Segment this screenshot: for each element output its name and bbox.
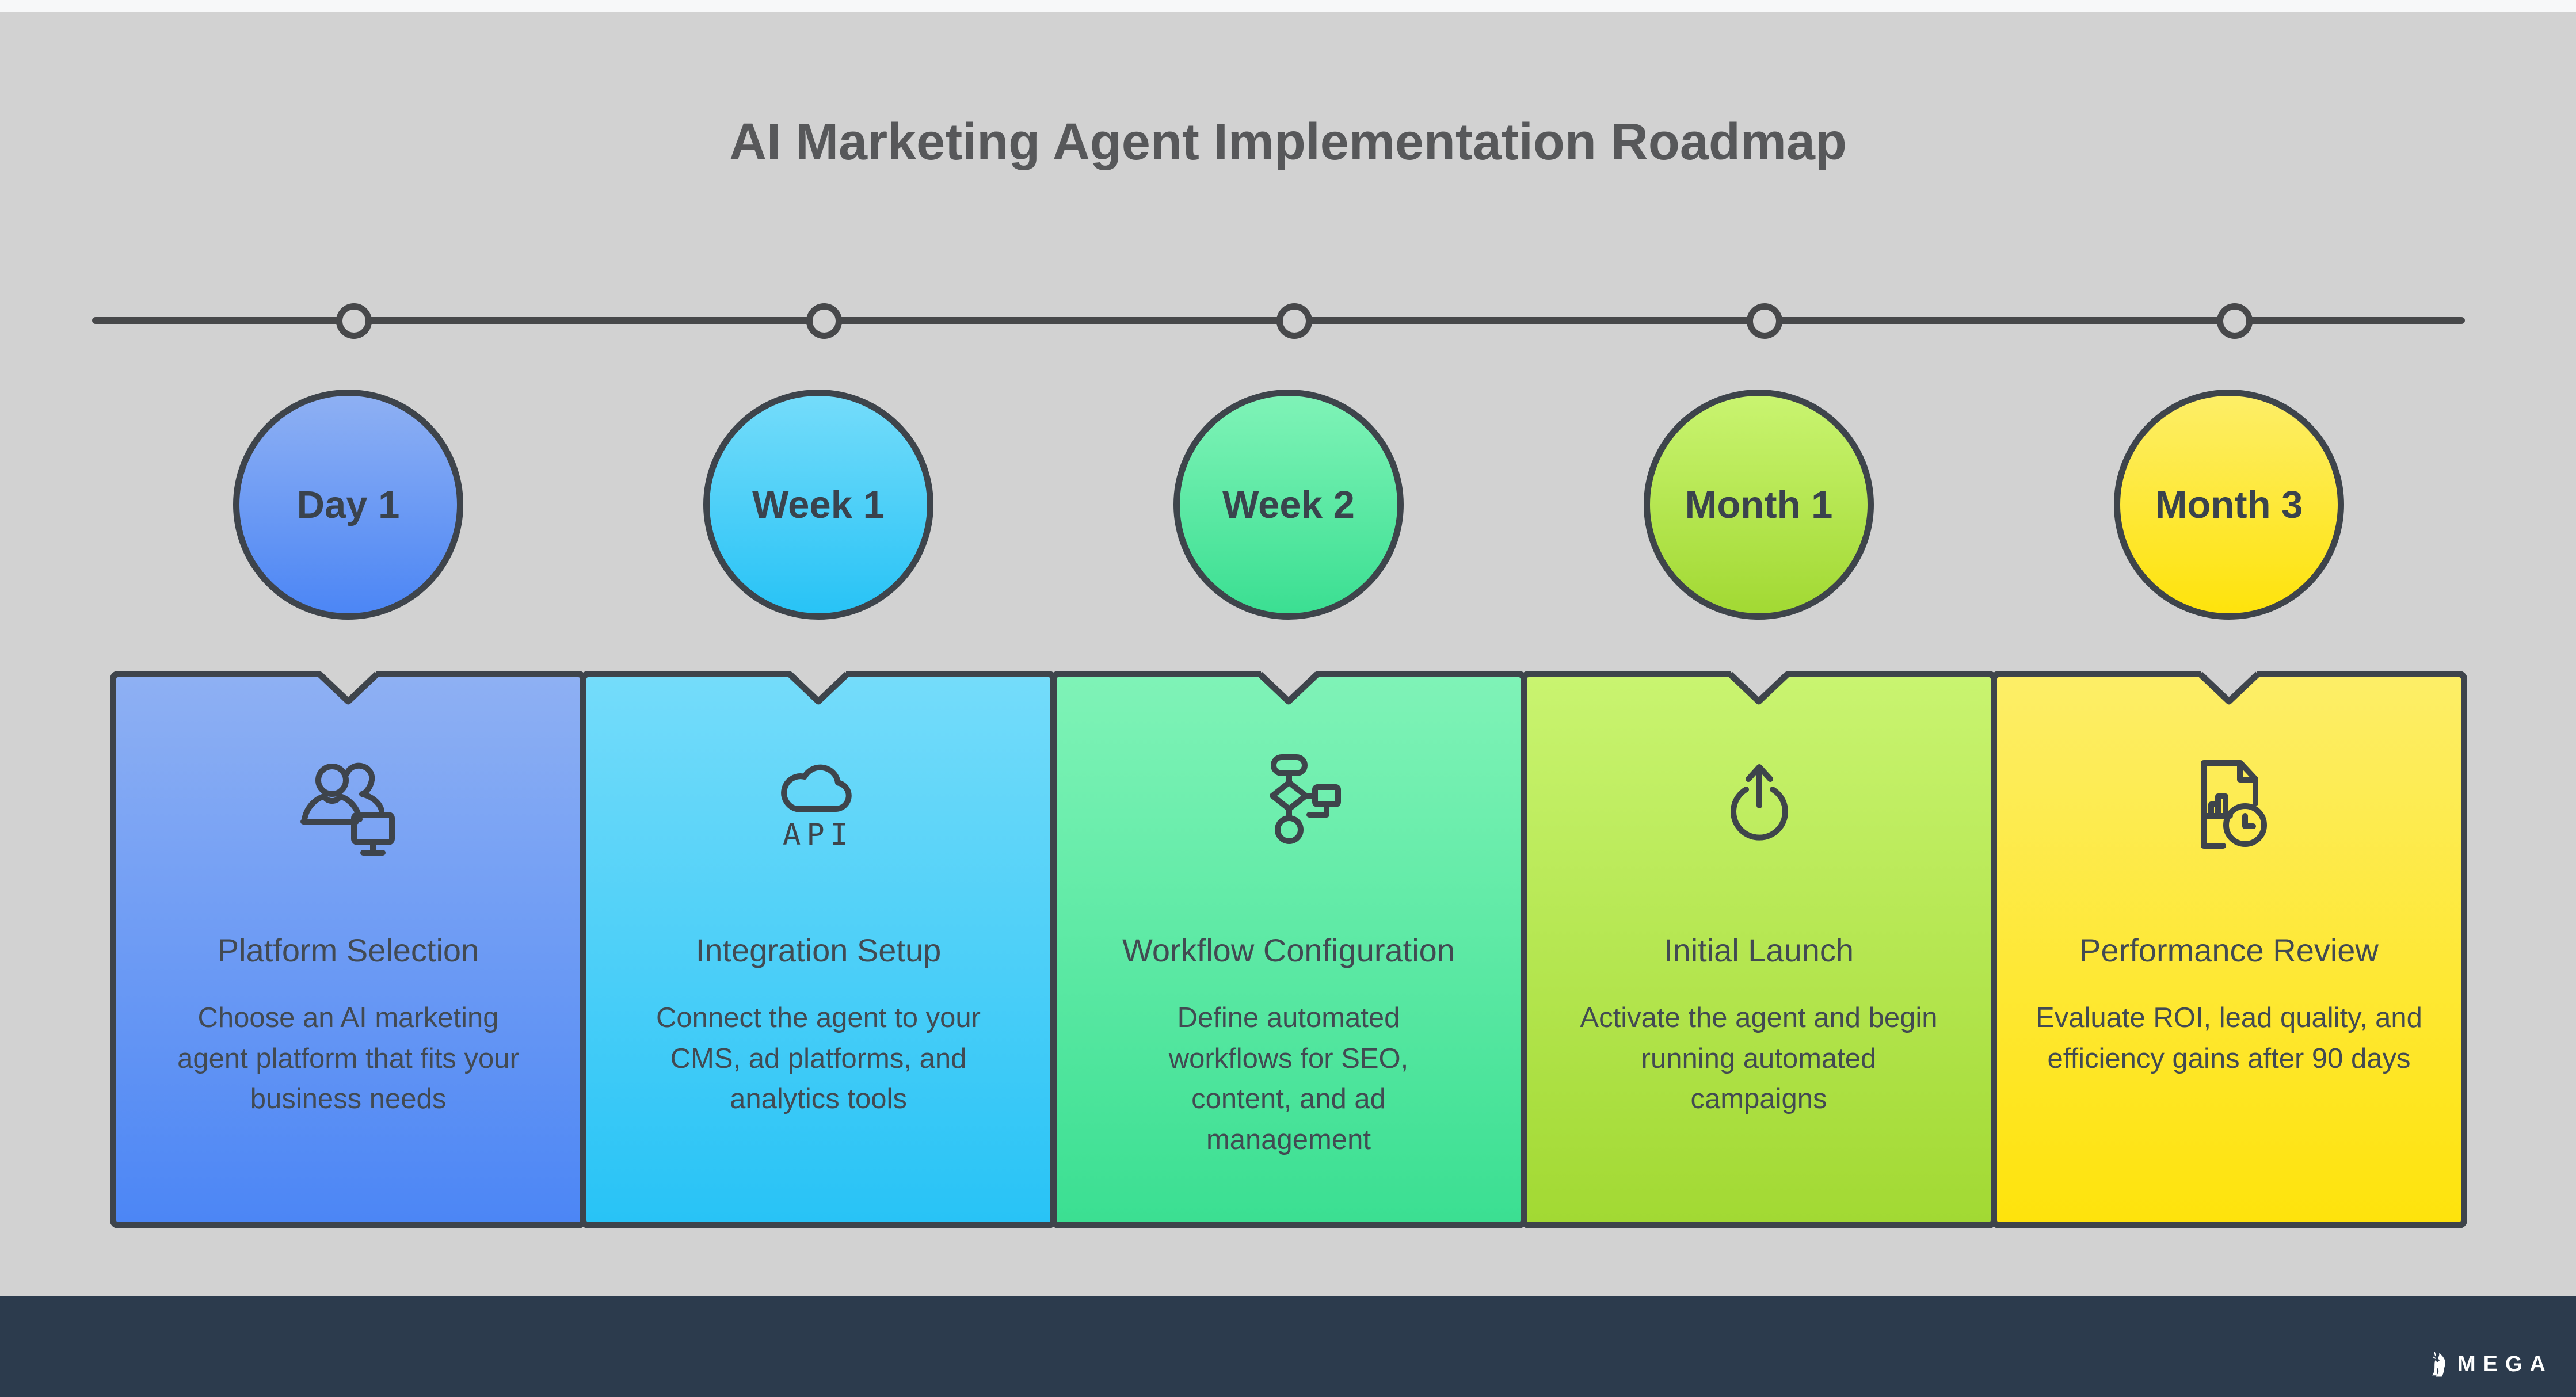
- stage-circle-label: Day 1: [296, 483, 400, 526]
- brand-logo: MEGA: [2429, 1351, 2553, 1377]
- card-description: Activate the agent and begin running aut…: [1580, 1002, 1938, 1115]
- report-clock-icon: [2171, 746, 2287, 867]
- stage-circle-label: Week 2: [1222, 483, 1355, 526]
- card-description: Connect the agent to your CMS, ad platfo…: [656, 1002, 981, 1115]
- card-notch: [1257, 670, 1320, 705]
- footer-bar: MEGA: [0, 1296, 2576, 1397]
- stage-card-workflow-configuration: Workflow Configuration Define automated …: [1050, 670, 1527, 1228]
- stage-circle-week-1: Week 1: [703, 390, 933, 620]
- card-description: Evaluate ROI, lead quality, and efficien…: [2036, 1002, 2422, 1074]
- stage-circle-month-3: Month 3: [2114, 390, 2344, 620]
- stage-circle-day-1: Day 1: [233, 390, 463, 620]
- stage-card-integration-setup: API Integration Setup Connect the agent …: [580, 670, 1057, 1228]
- timeline-node-4: [1747, 303, 1782, 339]
- api-label: API: [783, 818, 854, 852]
- card-title: Workflow Configuration: [1122, 932, 1455, 968]
- card-title: Platform Selection: [217, 932, 479, 968]
- card-notch: [317, 670, 379, 705]
- timeline-node-5: [2217, 303, 2253, 339]
- card-notch: [2198, 670, 2260, 705]
- stage-card-platform-selection: Platform Selection Choose an AI marketin…: [110, 670, 586, 1228]
- stage-circle-month-1: Month 1: [1644, 390, 1874, 620]
- stage-card-initial-launch: Initial Launch Activate the agent and be…: [1521, 670, 1997, 1228]
- stage-circle-label: Month 3: [2155, 483, 2303, 526]
- timeline-node-3: [1276, 303, 1312, 339]
- card-notch: [787, 670, 849, 705]
- stage-circle-label: Week 1: [752, 483, 885, 526]
- card-title: Initial Launch: [1663, 932, 1854, 968]
- stage-circle-label: Month 1: [1685, 483, 1833, 526]
- card-title: Performance Review: [2079, 932, 2379, 968]
- card-description: Define automated workflows for SEO, cont…: [1168, 1002, 1409, 1155]
- card-notch: [1728, 670, 1790, 705]
- users-monitor-icon: [291, 746, 406, 867]
- brand-name: MEGA: [2457, 1352, 2553, 1376]
- timeline-node-2: [806, 303, 842, 339]
- cloud-api-icon: API: [761, 746, 876, 867]
- stage-circle-week-2: Week 2: [1173, 390, 1404, 620]
- flowchart-icon: [1231, 746, 1346, 867]
- timeline-node-1: [336, 303, 372, 339]
- card-description: Choose an AI marketing agent platform th…: [177, 1002, 519, 1115]
- top-strip: [0, 0, 2576, 12]
- launch-icon: [1701, 746, 1816, 867]
- stage-card-performance-review: Performance Review Evaluate ROI, lead qu…: [1991, 670, 2467, 1228]
- card-title: Integration Setup: [695, 932, 942, 968]
- brand-mark-icon: [2432, 1352, 2445, 1377]
- page-title: AI Marketing Agent Implementation Roadma…: [729, 113, 1847, 171]
